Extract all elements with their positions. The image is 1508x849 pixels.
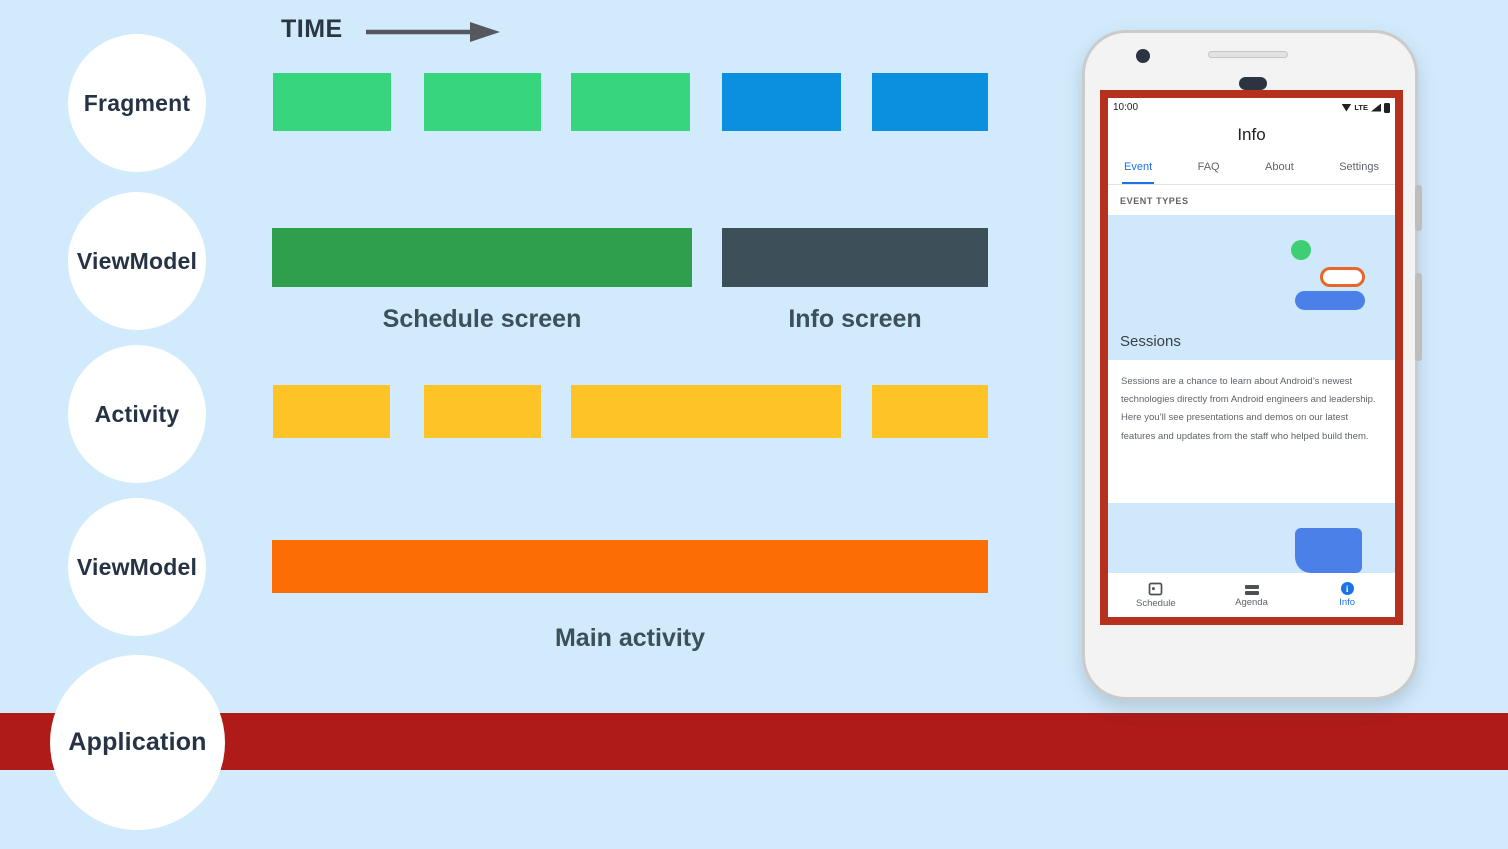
fragment-label: Fragment [83,89,191,116]
app-bar-title: Info [1237,125,1266,144]
nav-label-schedule: Schedule [1136,598,1176,609]
camera-dot-icon [1136,49,1150,63]
status-time: 10:00 [1113,102,1139,113]
activity-instance-bar-2 [424,385,541,438]
blue-pill-shape [1295,291,1365,310]
fragment-circle: Fragment [68,34,206,172]
green-circle-shape [1291,240,1311,260]
application-label: Application [68,728,207,756]
fragment-instance-bar-1 [273,73,391,131]
calendar-icon [1148,582,1163,596]
activity-circle: Activity [68,345,206,483]
battery-icon [1384,102,1390,113]
nav-label-agenda: Agenda [1235,596,1268,608]
tab-settings[interactable]: Settings [1339,161,1379,173]
fragment-instance-bar-2 [424,73,541,131]
sessions-heading: Sessions [1120,333,1181,350]
event-types-header: EVENT TYPES [1120,196,1189,206]
info-icon: i [1340,582,1354,595]
fragment-instance-bar-4 [722,73,841,131]
nav-item-schedule[interactable]: Schedule [1108,581,1204,609]
fragment-instance-bar-5 [872,73,988,131]
blue-card-shape [1295,528,1362,573]
tab-event[interactable]: Event [1122,157,1155,184]
schedule-screen-caption: Schedule screen [382,305,582,333]
earpiece-speaker [1239,77,1267,90]
activity-instance-bar-1 [273,385,390,438]
info-viewmodel-bar [722,228,988,287]
viewmodel-label-bottom: ViewModel [76,553,198,580]
tab-faq[interactable]: FAQ [1197,161,1220,173]
speaker-grille [1208,51,1288,58]
bottom-navigation: Schedule Agenda i Info [1108,573,1395,617]
sessions-illustration-panel: Sessions [1108,215,1395,360]
status-bar: 10:00 LTE [1108,98,1395,115]
viewmodel-circle-bottom: ViewModel [68,498,206,636]
volume-button [1415,273,1422,361]
activity-instance-bar-3 [571,385,841,438]
tab-divider [1108,184,1395,185]
time-axis-label: TIME [281,15,343,43]
sessions-description: Sessions are a chance to learn about And… [1108,360,1395,503]
activity-instance-bar-4 [872,385,988,438]
viewmodel-circle-top: ViewModel [68,192,206,330]
nav-label-info: Info [1339,597,1356,608]
nav-item-agenda[interactable]: Agenda [1204,583,1300,608]
agenda-icon [1244,583,1259,595]
fragment-instance-bar-3 [571,73,690,131]
tab-about[interactable]: About [1265,161,1294,173]
viewmodel-label-top: ViewModel [76,247,198,274]
phone-mockup: 10:00 LTE Info Event FAQ About Settings … [1082,30,1422,700]
main-activity-viewmodel-bar [272,540,988,593]
phone-screen-highlighted: 10:00 LTE Info Event FAQ About Settings … [1100,90,1403,625]
nav-item-info[interactable]: i Info [1299,582,1395,608]
activity-label: Activity [94,400,180,427]
power-button [1415,185,1422,231]
orange-pill-shape [1320,267,1365,287]
application-lifetime-band [0,713,1508,770]
info-screen-caption: Info screen [788,305,922,333]
tab-bar: Event FAQ About Settings [1108,157,1395,184]
time-arrow-icon [366,22,500,42]
main-activity-caption: Main activity [554,624,706,652]
next-illustration-panel [1108,503,1395,573]
cell-signal-icon [1371,103,1381,112]
lte-badge: LTE [1354,103,1368,112]
schedule-viewmodel-bar [272,228,692,287]
wifi-icon [1341,103,1352,112]
application-circle: Application [50,655,225,830]
